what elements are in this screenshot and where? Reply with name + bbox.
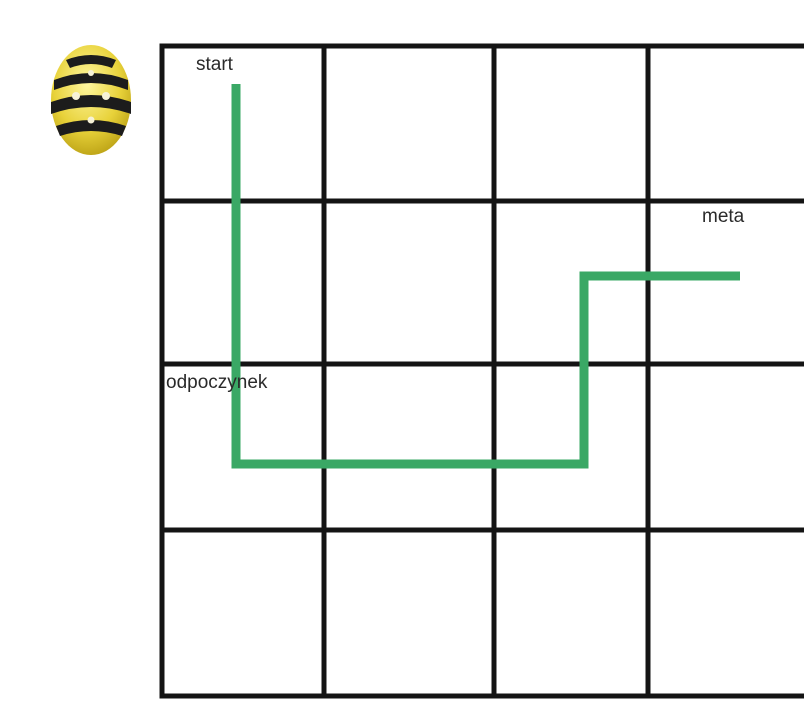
rest-label: odpoczynek	[166, 373, 267, 392]
grid	[162, 46, 804, 696]
finish-label: meta	[702, 207, 744, 226]
start-label: start	[196, 55, 233, 74]
bee-bot-icon	[46, 40, 136, 158]
route-path	[236, 84, 740, 464]
